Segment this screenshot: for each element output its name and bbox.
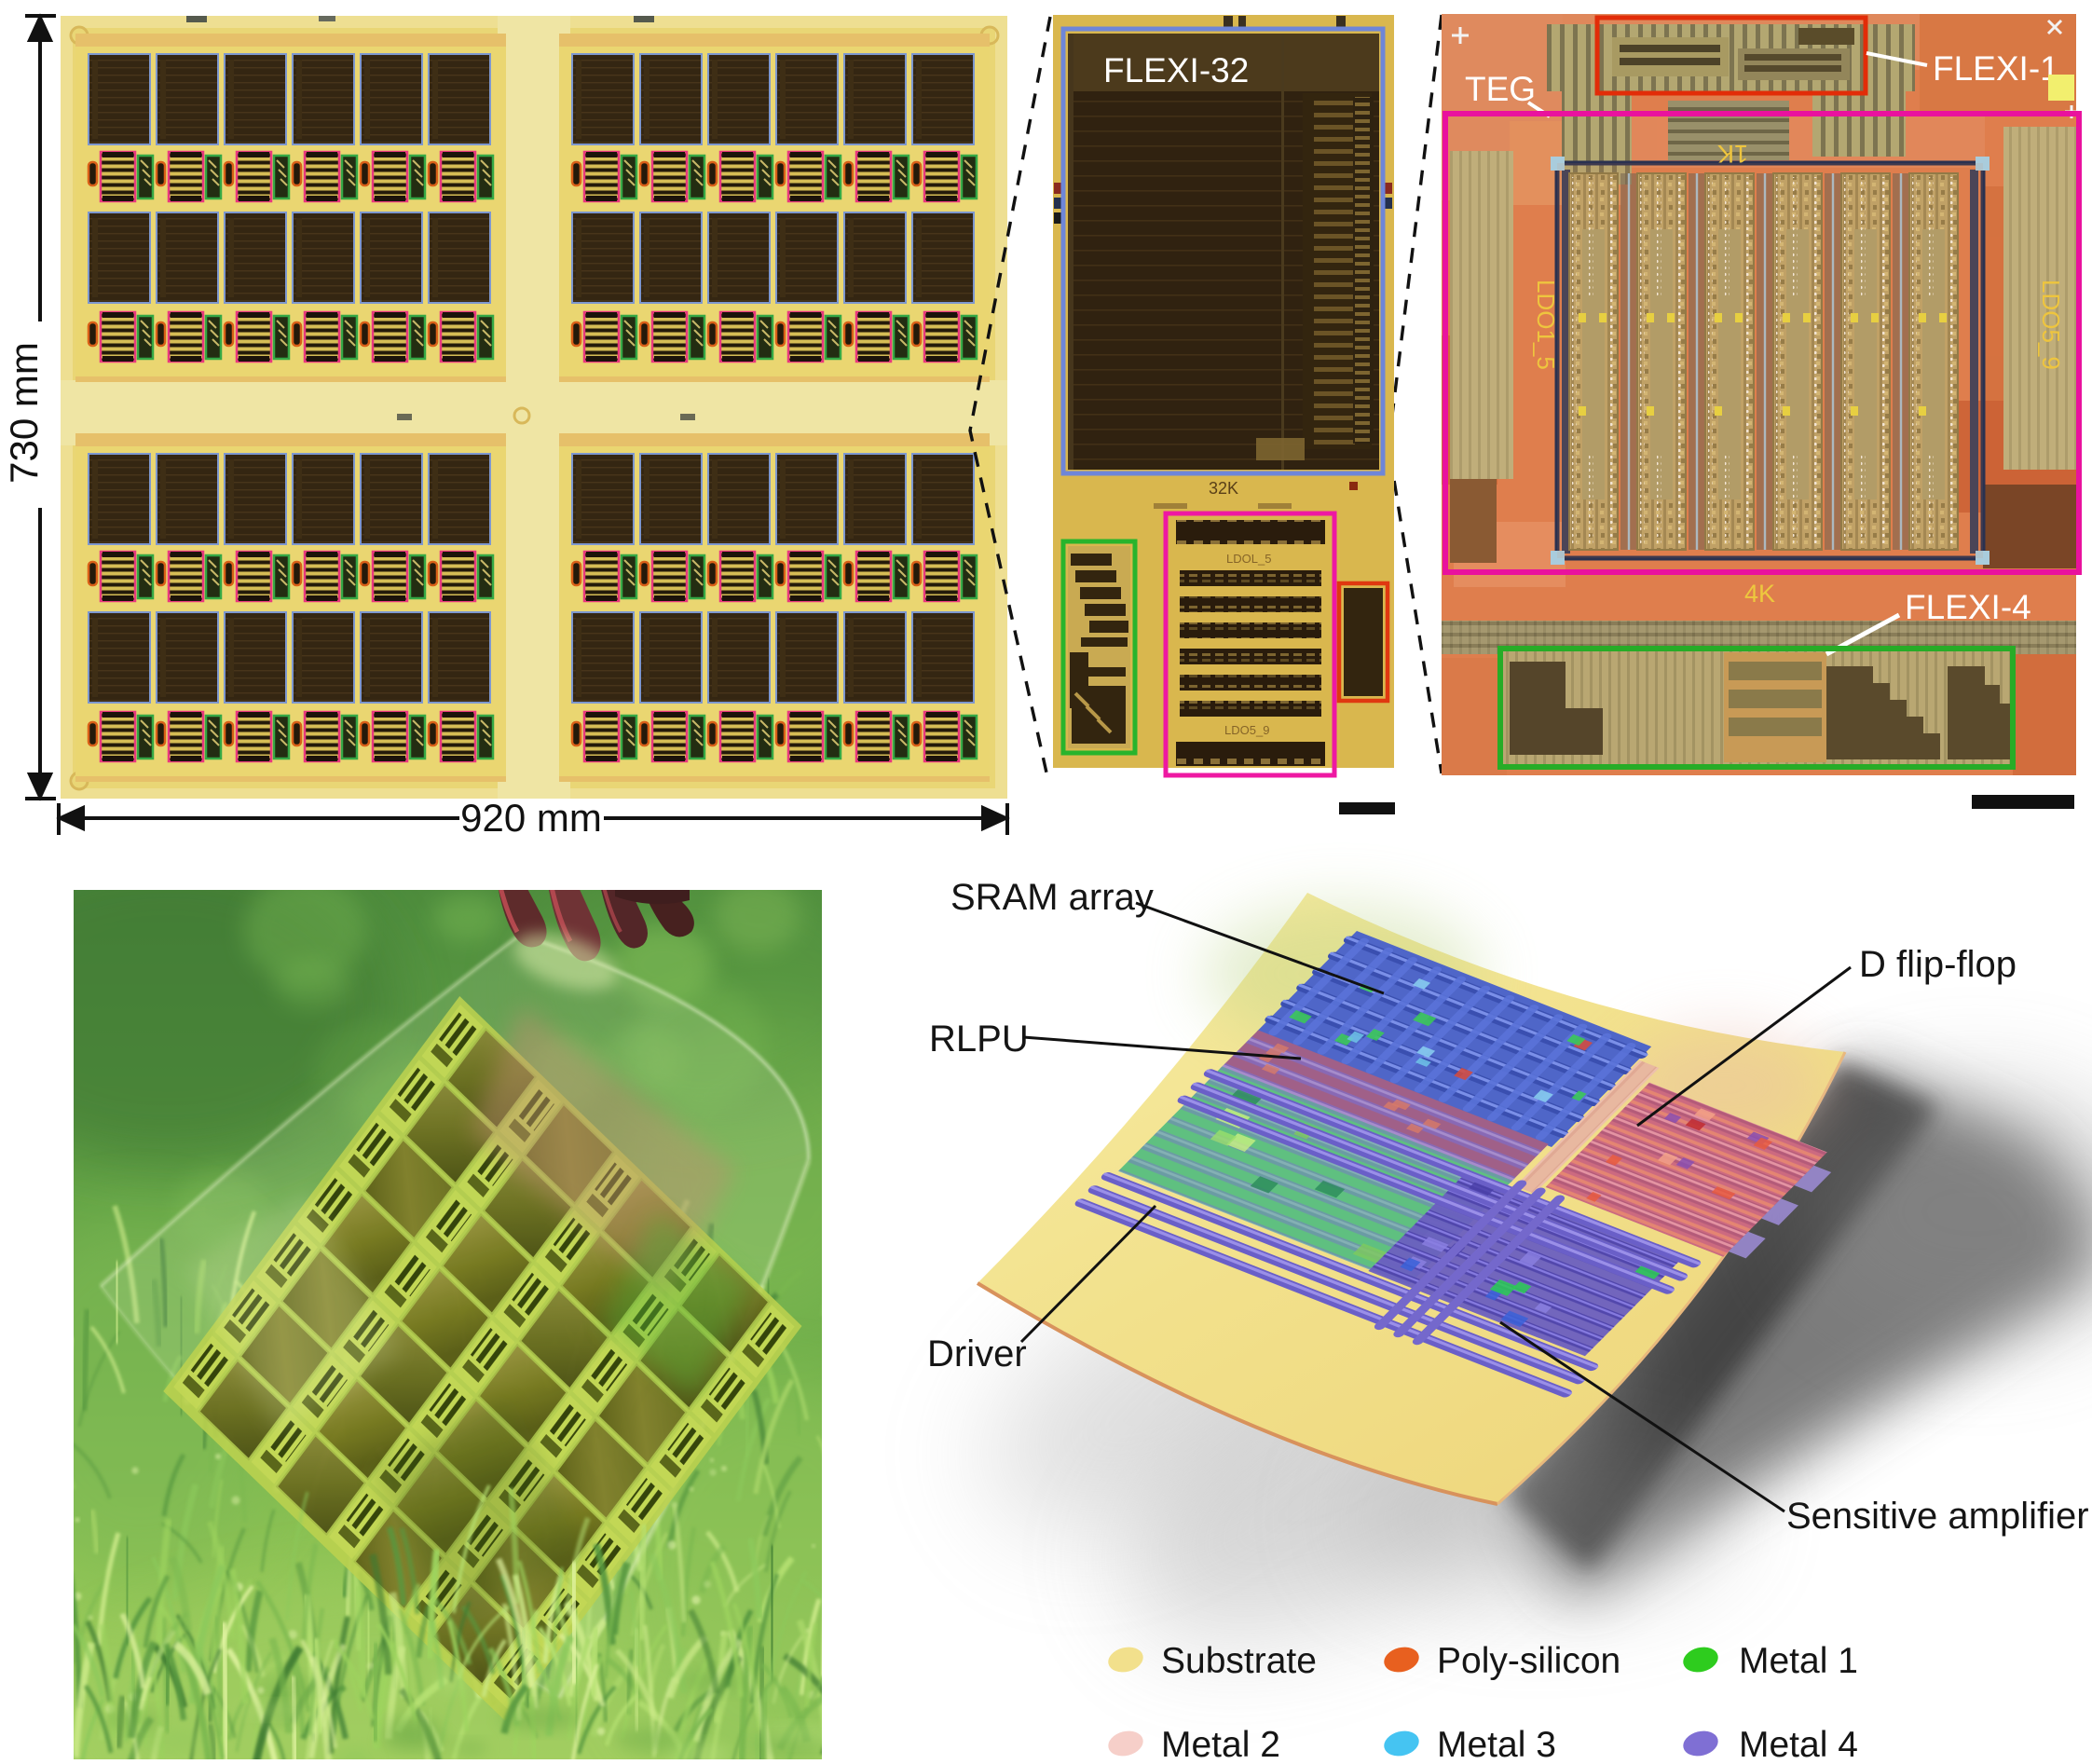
svg-text:4K: 4K — [1744, 580, 1775, 608]
svg-text:Driver: Driver — [927, 1333, 1027, 1374]
svg-text:32K: 32K — [1209, 479, 1238, 498]
svg-text:Metal 4: Metal 4 — [1739, 1725, 1858, 1764]
svg-text:TEG: TEG — [1465, 70, 1536, 108]
svg-text:920 mm: 920 mm — [460, 796, 602, 840]
svg-text:Poly-silicon: Poly-silicon — [1437, 1641, 1620, 1681]
svg-text:1K: 1K — [1717, 140, 1748, 168]
svg-text:LDO5_9: LDO5_9 — [2037, 280, 2065, 370]
svg-text:730 mm: 730 mm — [2, 342, 46, 484]
svg-text:Substrate: Substrate — [1161, 1641, 1317, 1681]
svg-text:LDOL_5: LDOL_5 — [1226, 552, 1271, 566]
svg-text:D flip-flop: D flip-flop — [1859, 944, 2017, 985]
svg-text:Metal 1: Metal 1 — [1739, 1641, 1858, 1681]
svg-text:SRAM array: SRAM array — [950, 877, 1154, 918]
svg-text:RLPU: RLPU — [929, 1019, 1029, 1060]
svg-text:FLEXI-32: FLEXI-32 — [1103, 51, 1249, 89]
svg-text:Metal 3: Metal 3 — [1437, 1725, 1556, 1764]
svg-text:Metal 2: Metal 2 — [1161, 1725, 1280, 1764]
svg-text:FLEXI-1: FLEXI-1 — [1933, 49, 2059, 88]
svg-text:LDO5_9: LDO5_9 — [1224, 723, 1269, 737]
svg-text:Sensitive amplifier: Sensitive amplifier — [1786, 1496, 2089, 1537]
svg-text:LDO1_5: LDO1_5 — [1532, 280, 1560, 370]
svg-text:FLEXI-4: FLEXI-4 — [1905, 588, 2031, 626]
